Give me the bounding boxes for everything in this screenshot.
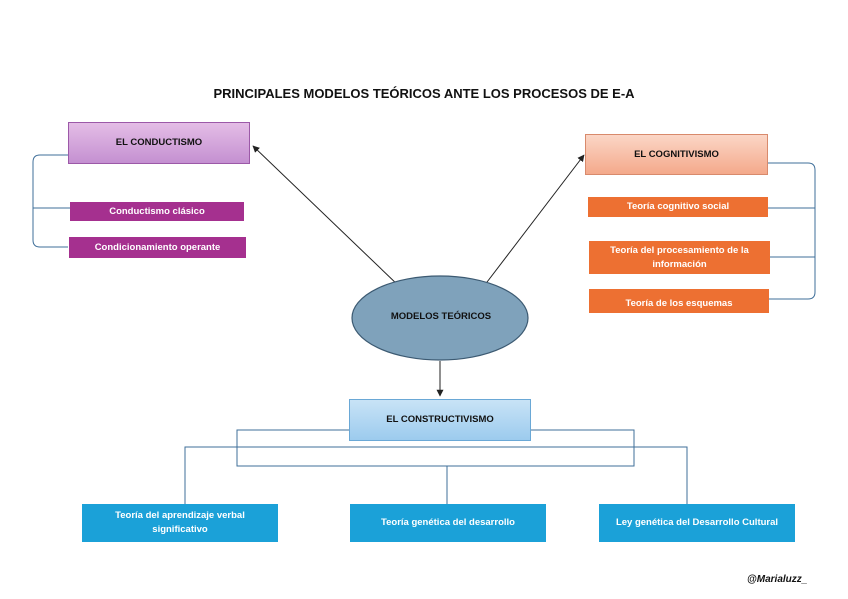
cognitivismo-bracket: [768, 162, 816, 300]
constructivismo-item-label: Teoría genética del desarrollo: [381, 517, 515, 529]
arrow-to-conductismo: [252, 145, 401, 288]
center-ellipse: [351, 275, 529, 361]
cognitivismo-item: Teoría del procesamiento de la informaci…: [589, 241, 770, 274]
conductismo-item: Conductismo clásico: [70, 202, 244, 221]
conductismo-box: EL CONDUCTISMO: [68, 122, 250, 164]
conductismo-title: EL CONDUCTISMO: [115, 137, 203, 148]
cognitivismo-item: Teoría cognitivo social: [588, 197, 768, 217]
author-watermark: @Marialuzz_: [747, 574, 808, 585]
constructivismo-title: EL CONSTRUCTIVISMO: [386, 414, 494, 425]
constructivismo-item-label: Ley genética del Desarrollo Cultural: [615, 517, 779, 529]
page-title: PRINCIPALES MODELOS TEÓRICOS ANTE LOS PR…: [213, 86, 635, 101]
cognitivismo-item: Teoría de los esquemas: [589, 289, 769, 313]
constructivismo-item: Ley genética del Desarrollo Cultural: [599, 504, 795, 542]
constructivismo-item-label: Teoría del aprendizaje verbal significat…: [115, 510, 245, 535]
cognitivismo-item-label: Teoría del procesamiento de la informaci…: [610, 244, 749, 270]
constructivismo-box: EL CONSTRUCTIVISMO: [349, 399, 531, 441]
cognitivismo-box: EL COGNITIVISMO: [585, 134, 768, 175]
cognitivismo-title: EL COGNITIVISMO: [634, 149, 719, 160]
conductismo-item-label: Conductismo clásico: [109, 205, 205, 217]
arrow-to-cognitivismo: [483, 154, 585, 287]
constructivismo-bracket: [184, 429, 688, 504]
conductismo-item-label: Condicionamiento operante: [94, 241, 221, 253]
conductismo-item: Condicionamiento operante: [69, 237, 246, 258]
constructivismo-item: Teoría del aprendizaje verbal significat…: [82, 504, 278, 542]
center-label: MODELOS TEÓRICOS: [390, 311, 492, 322]
constructivismo-item: Teoría genética del desarrollo: [350, 504, 546, 542]
conductismo-bracket: [32, 154, 70, 248]
cognitivismo-item-label: Teoría de los esquemas: [625, 298, 733, 309]
cognitivismo-item-label: Teoría cognitivo social: [626, 201, 730, 213]
